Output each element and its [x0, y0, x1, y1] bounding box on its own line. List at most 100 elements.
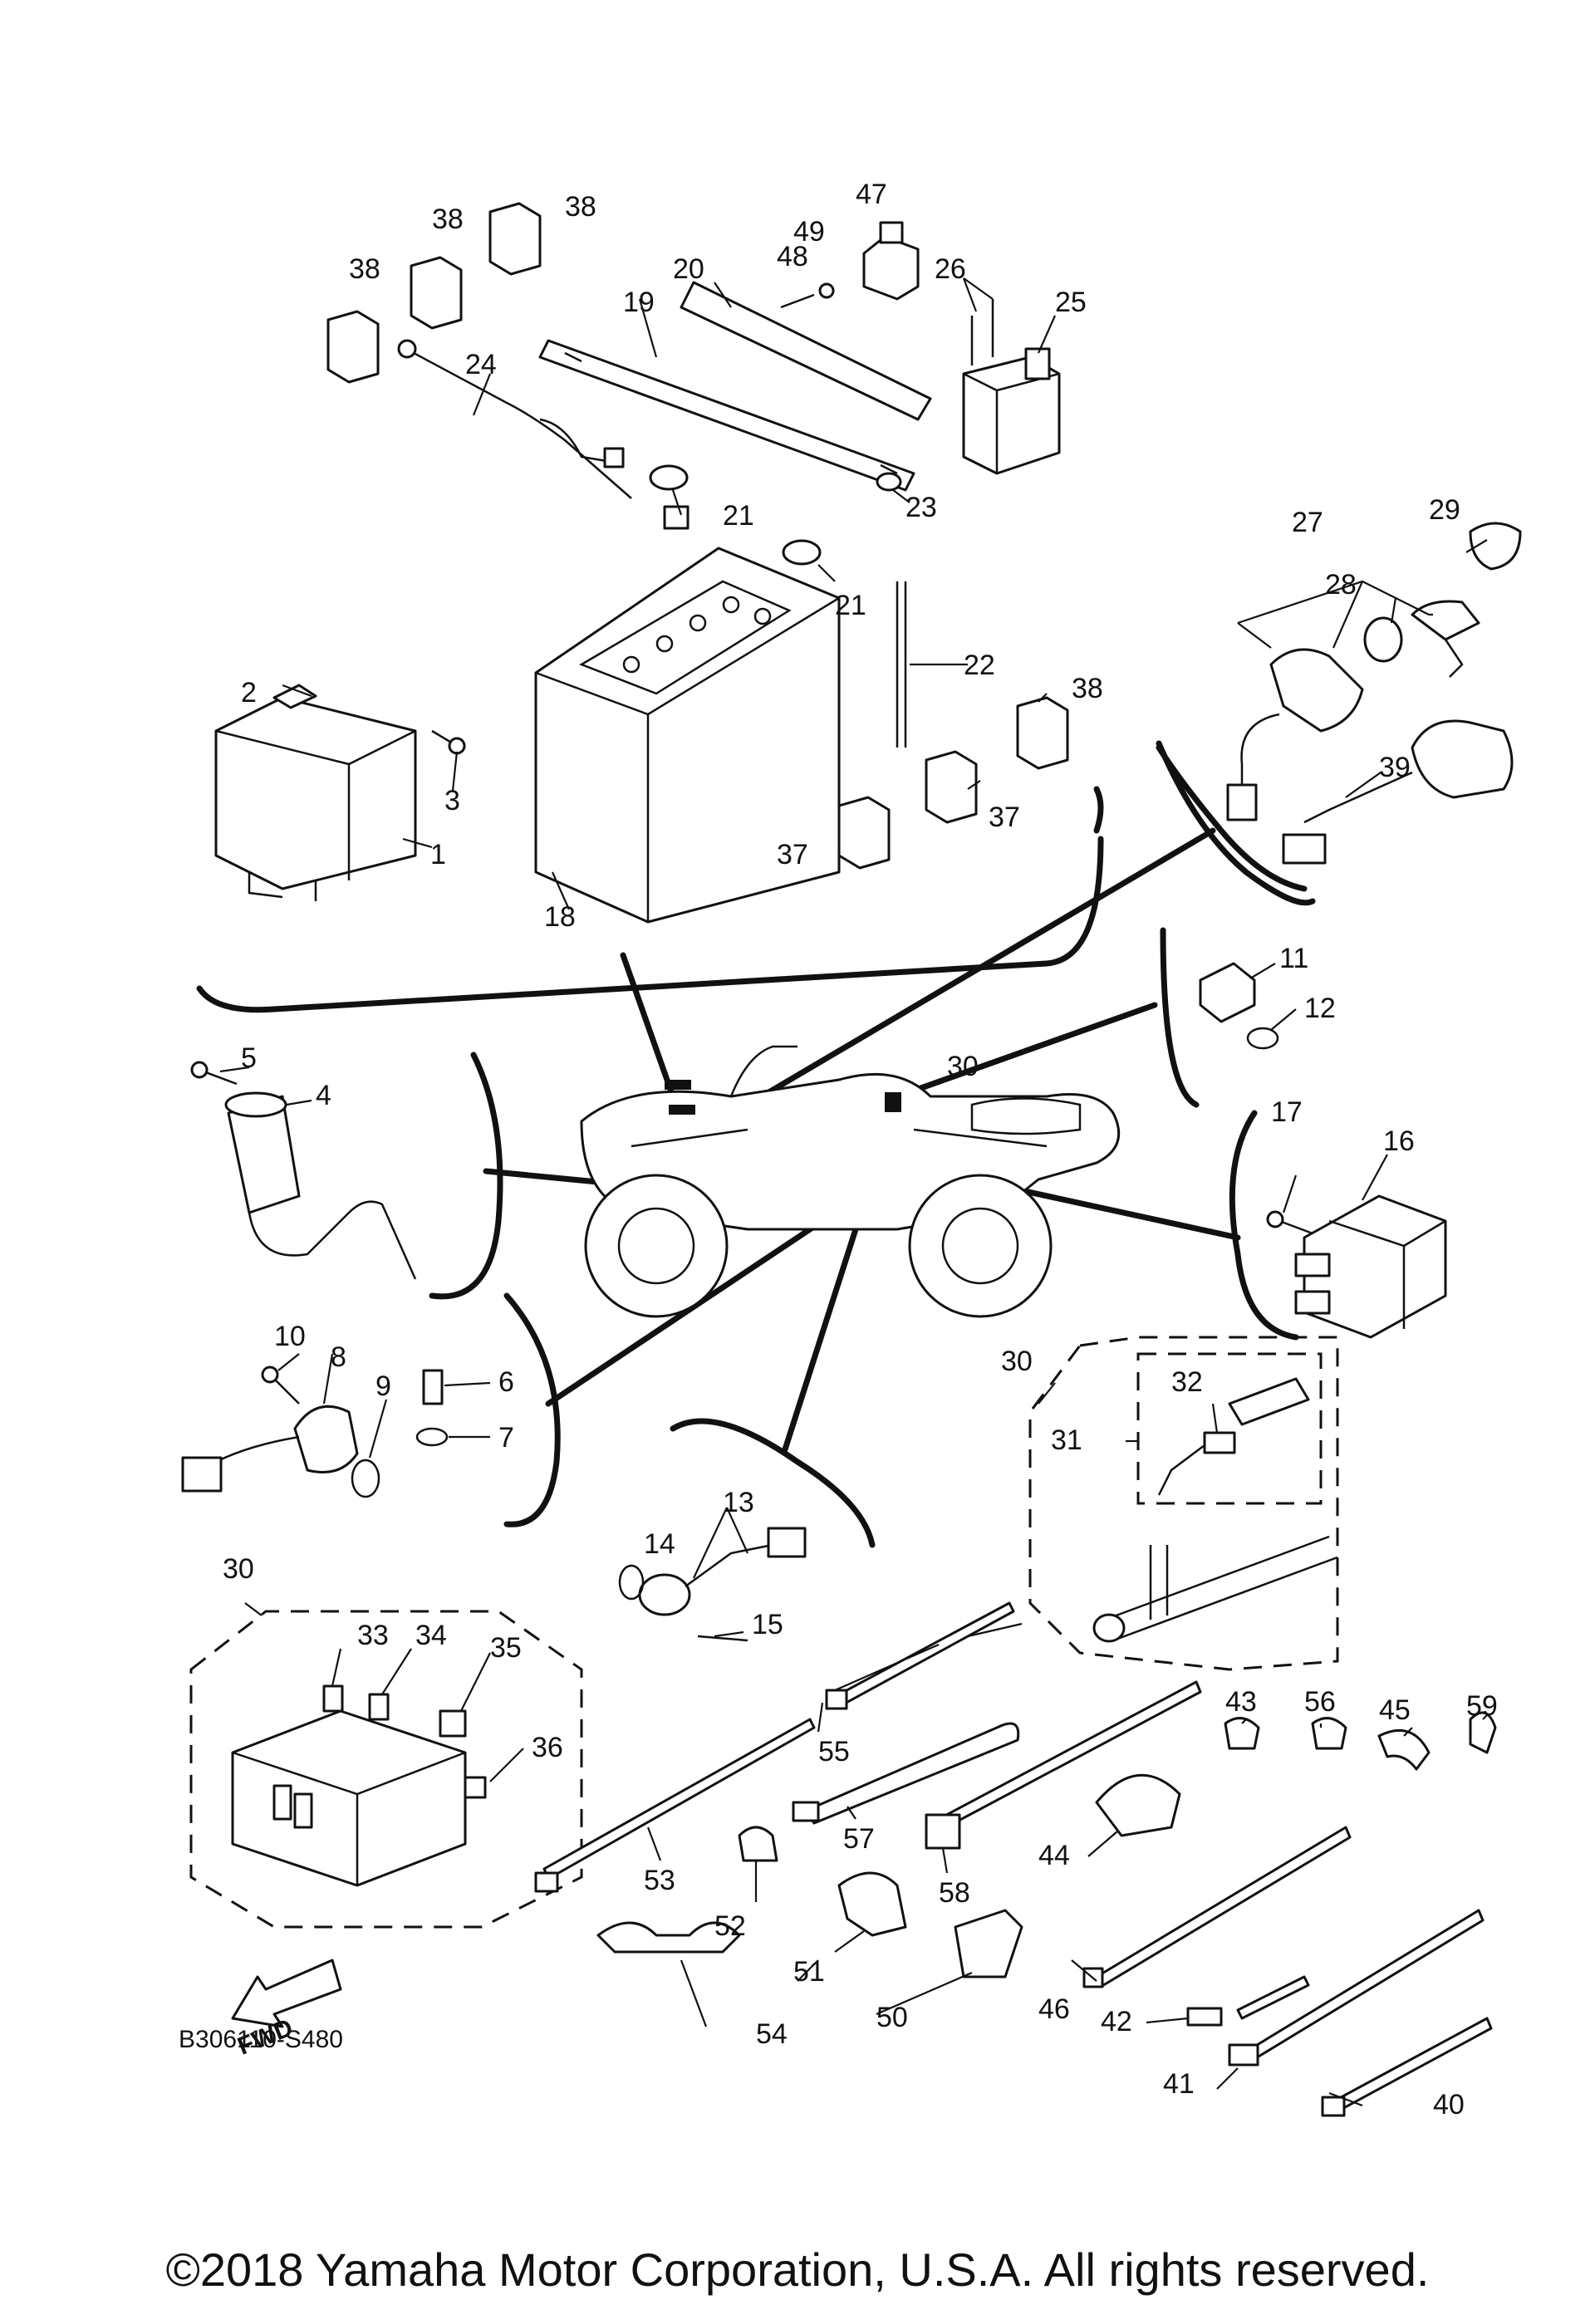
callout-24: 24: [465, 349, 497, 380]
callout-37b: 37: [989, 802, 1020, 833]
callout-47: 47: [856, 179, 887, 210]
ecu-unit: [214, 684, 417, 901]
callout-14: 14: [644, 1528, 675, 1560]
harness-boundary: [1028, 1336, 1339, 1671]
callout-9: 9: [375, 1370, 391, 1402]
speed-sensor: [618, 1527, 807, 1642]
callout-13: 13: [723, 1487, 754, 1518]
key-set: [1411, 522, 1522, 678]
callout-49: 49: [793, 216, 825, 248]
relays-38: [326, 202, 1069, 770]
callout-57: 57: [843, 1823, 875, 1855]
callout-7: 7: [498, 1422, 514, 1454]
callout-59: 59: [1466, 1690, 1498, 1722]
callout-38a: 38: [349, 253, 380, 285]
callout-2: 2: [241, 677, 257, 708]
callout-52: 52: [714, 1910, 746, 1942]
region-line-sensor: [1160, 927, 1200, 1108]
region-line-top-right: [1093, 786, 1104, 834]
callout-20: 20: [673, 253, 704, 285]
clamps: [596, 1711, 1497, 1978]
region-line-speed: [670, 1418, 876, 1548]
cable-ties: [534, 1601, 1493, 2117]
callout-41: 41: [1163, 2068, 1195, 2100]
callout-38c: 38: [565, 191, 596, 223]
callout-4: 4: [316, 1080, 331, 1111]
callout-21: 21: [723, 500, 754, 532]
callout-43: 43: [1225, 1686, 1257, 1718]
callout-18: 18: [544, 901, 576, 933]
callout-12: 12: [1304, 993, 1336, 1024]
callout-42: 42: [1101, 2006, 1132, 2037]
callout-22: 22: [964, 650, 995, 681]
battery: [534, 547, 841, 924]
callout-32: 32: [1171, 1366, 1203, 1398]
callout-8: 8: [331, 1341, 346, 1373]
region-line-ignition-coil: [429, 1052, 503, 1300]
bolt-10: [261, 1365, 300, 1405]
rectifier-regulator: [1294, 1194, 1447, 1339]
relays-37: [837, 750, 978, 870]
region-line-ignition: [1156, 740, 1316, 906]
bolt-48-washer-49: [780, 282, 835, 309]
callout-3: 3: [444, 785, 460, 816]
battery-lead: [397, 339, 690, 530]
sensor-6-7: [415, 1369, 449, 1447]
callout-23: 23: [905, 492, 937, 523]
region-line-rectifier: [1229, 1110, 1299, 1341]
wire-harness: [1092, 1377, 1338, 1643]
callout-39: 39: [1379, 752, 1411, 783]
o-ring-12: [1246, 1027, 1279, 1050]
callout-50: 50: [876, 2002, 908, 2033]
o-ring-9: [351, 1459, 380, 1498]
fuse-box: [231, 1709, 467, 1887]
battery-cover-strip: [680, 281, 932, 421]
callout-5: 5: [241, 1042, 257, 1074]
dc-socket: [1282, 719, 1514, 865]
callout-54: 54: [756, 2018, 788, 2050]
callout-21b: 21: [835, 590, 866, 621]
callout-28: 28: [1325, 569, 1357, 601]
callout-29: 29: [1429, 494, 1460, 526]
callout-38d: 38: [1072, 673, 1103, 704]
callout-31: 31: [1051, 1424, 1082, 1456]
callout-55: 55: [818, 1736, 850, 1768]
diagram-code: B306110-S480: [179, 2026, 343, 2053]
callout-53: 53: [644, 1865, 675, 1896]
sensor-11: [1199, 962, 1256, 1023]
callout-37a: 37: [777, 839, 808, 870]
callout-6: 6: [498, 1366, 514, 1398]
callout-30-harness: 30: [1001, 1346, 1033, 1377]
callout-44: 44: [1038, 1840, 1070, 1871]
region-leaders: [483, 827, 1241, 1453]
ignition-switch: [1226, 616, 1403, 821]
callout-48: 48: [777, 241, 808, 272]
fwd-arrow: [231, 1959, 342, 2028]
bolt-17: [1266, 1210, 1313, 1235]
callout-38b: 38: [432, 203, 464, 235]
callout-45: 45: [1379, 1694, 1411, 1726]
callout-25: 25: [1055, 287, 1087, 318]
starter-relay: [962, 299, 1061, 475]
callout-27: 27: [1292, 507, 1323, 538]
bolt-5: [190, 1061, 238, 1086]
callout-19: 19: [623, 287, 655, 318]
callout-34: 34: [415, 1620, 447, 1651]
callout-58: 58: [939, 1877, 970, 1909]
callout-17: 17: [1271, 1096, 1303, 1128]
bolt-ecu: [431, 729, 466, 755]
sensor-47: [862, 221, 920, 301]
region-line-throttle: [503, 1292, 561, 1527]
callout-16: 16: [1383, 1125, 1415, 1157]
callout-33: 33: [357, 1620, 389, 1651]
callout-leaders: [219, 277, 1488, 2107]
callout-1: 1: [430, 839, 446, 870]
callout-26: 26: [935, 253, 966, 285]
throttle-sensor: [181, 1405, 359, 1493]
callout-46: 46: [1038, 1993, 1070, 2025]
callout-10: 10: [274, 1321, 306, 1352]
callout-11: 11: [1279, 943, 1308, 974]
callout-labels: 1 2 3 4 5 6 7 8 9 10 11 12 13 14 15 16 1…: [223, 179, 1498, 2121]
callout-35: 35: [490, 1632, 522, 1664]
